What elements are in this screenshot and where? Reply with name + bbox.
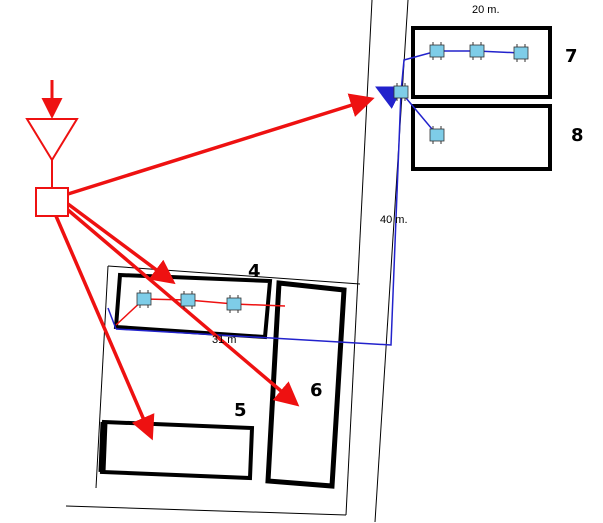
splitter-box-icon — [429, 42, 445, 60]
building-4-label: 4 — [248, 261, 261, 282]
cable-tick — [107, 307, 117, 330]
splitter-box-icon — [136, 290, 152, 308]
building-8-label: 8 — [571, 125, 584, 146]
splitter-box-icon — [393, 83, 409, 101]
dimension-top-width: 20 m. — [472, 4, 500, 16]
arrow-to-5 — [54, 215, 155, 441]
dimension-horizontal-run: 31 m — [212, 334, 236, 346]
building-6-outline — [265, 280, 347, 489]
dimension-vertical-run: 40 m. — [380, 214, 408, 226]
building-5-label: 5 — [234, 400, 247, 421]
splitter-box-icon — [180, 291, 196, 309]
bottom-boundary — [65, 505, 347, 516]
building-7[interactable] — [411, 26, 552, 99]
road-line-left — [345, 0, 373, 516]
source-box[interactable] — [35, 187, 69, 217]
splitter-box-icon — [513, 44, 529, 62]
arrow-to-7-8 — [67, 93, 375, 196]
left-lot-edge — [95, 265, 109, 489]
splitter-box-icon — [429, 126, 445, 144]
building-6[interactable] — [265, 280, 347, 489]
building-7-label: 7 — [565, 46, 578, 67]
arrow-to-4 — [66, 202, 176, 285]
cable-main-run — [115, 91, 402, 346]
building-6-label: 6 — [310, 380, 323, 401]
signal-arrows — [54, 93, 375, 441]
building-7-outline — [411, 26, 552, 99]
antenna-triangle-icon — [25, 80, 79, 188]
road-line-right — [374, 0, 409, 523]
building-5[interactable] — [98, 419, 255, 481]
cable-building-8 — [400, 91, 438, 136]
splitter-box-icon — [469, 42, 485, 60]
splitter-box-icon — [226, 295, 242, 313]
building-5-left-wall — [98, 421, 108, 473]
feed-arrow-blue — [375, 86, 404, 109]
devices — [136, 42, 529, 313]
building-5-outline — [99, 419, 255, 481]
